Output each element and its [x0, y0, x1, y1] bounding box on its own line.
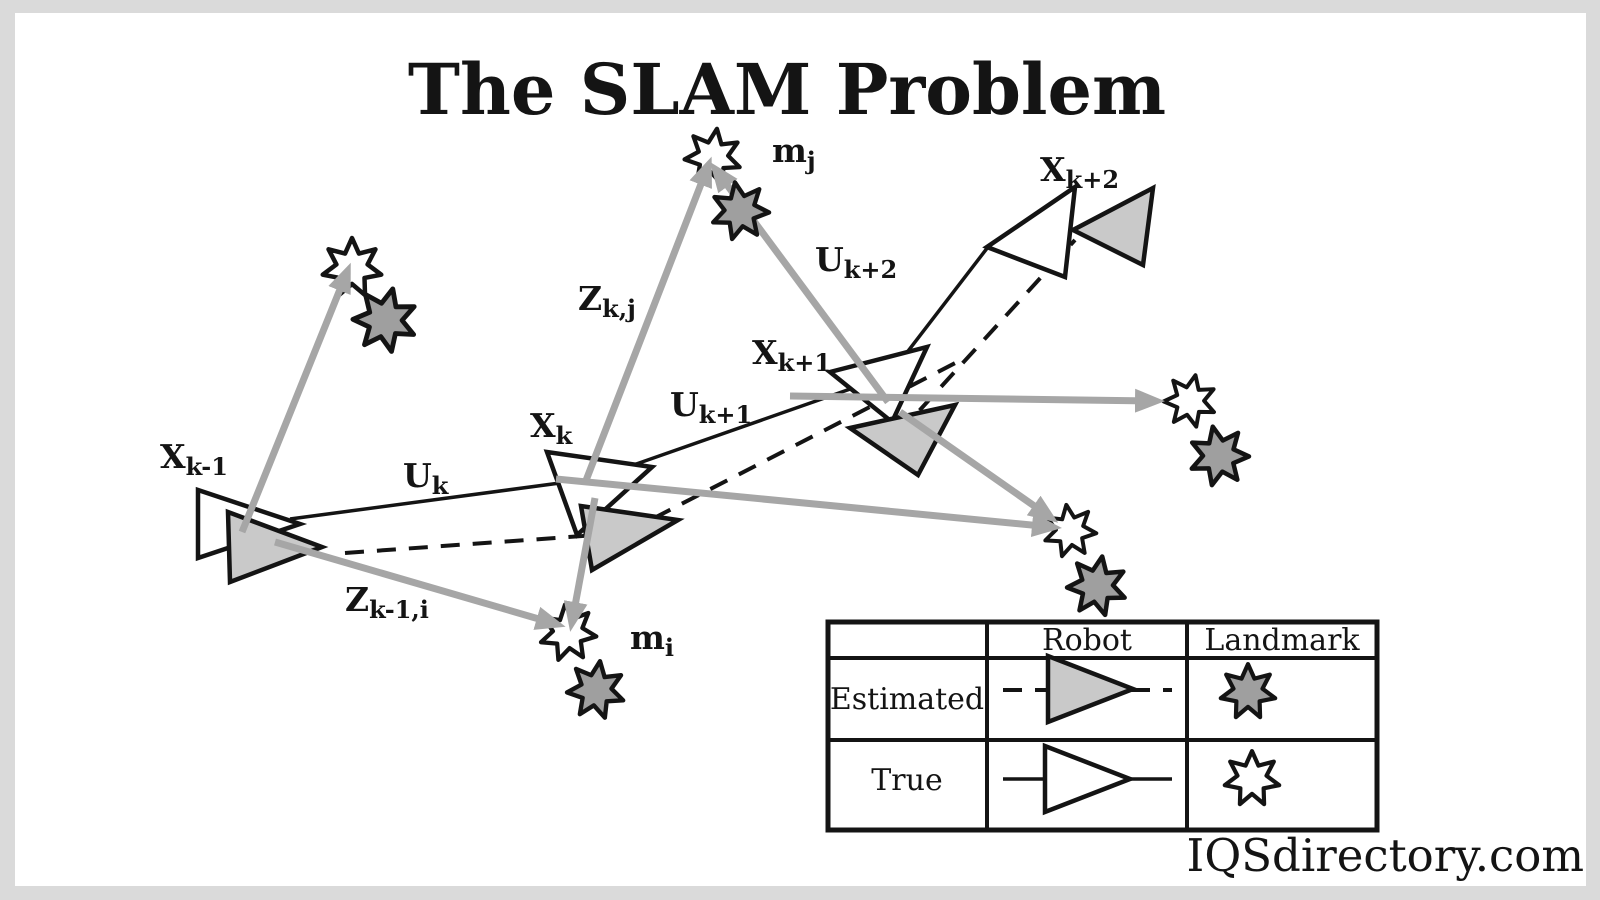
legend-row-estimated: Estimated [830, 682, 984, 717]
label-xk: Xk [530, 406, 574, 450]
diagram-labels: Xk-1 Uk Zk-1,i Xk Zk,j mj Uk+2 Xk+1 Uk+1… [160, 131, 1119, 662]
measurement-xk1-bottomstar [897, 409, 1059, 523]
measurement-xk1-rightstar [789, 388, 1165, 413]
measurement-zkj [581, 156, 712, 485]
label-mj: mj [772, 131, 816, 175]
measurement-xk-bottomstar [555, 475, 1062, 538]
legend-row-true: True [871, 763, 942, 798]
label-uk1: Uk+1 [670, 385, 752, 429]
label-xk-1: Xk-1 [160, 437, 228, 481]
measurement-zk-1i [274, 538, 566, 630]
true-robot-xk2-icon [982, 182, 1078, 281]
legend-table: Robot Landmark Estimated True [825, 619, 1380, 833]
label-zkj: Zk,j [578, 279, 636, 323]
true-robot-xk-icon [543, 449, 658, 539]
label-mi: mi [630, 618, 674, 662]
label-zk-1i: Zk-1,i [345, 580, 429, 624]
odometry-line-uk [289, 481, 561, 521]
label-xk2: Xk+2 [1040, 150, 1119, 194]
estimated-robot-xk2-icon [1068, 183, 1156, 269]
watermark: IQSdirectory.com [1187, 829, 1584, 882]
legend-estimated-robot-icon [1045, 652, 1140, 726]
page-title: The SLAM Problem [408, 48, 1166, 131]
label-uk2: Uk+2 [815, 240, 897, 284]
label-uk: Uk [403, 456, 450, 500]
estimated-path-segment-3 [896, 238, 1077, 436]
label-xk1: Xk+1 [752, 333, 831, 377]
legend-header-robot: Robot [1042, 623, 1132, 658]
measurement-xk-1-topleft [238, 262, 351, 534]
estimated-robot-xk-1-icon [225, 508, 329, 586]
legend-true-robot-icon [1042, 742, 1137, 816]
measurement-xk-mi [563, 497, 599, 632]
legend-header-landmark: Landmark [1204, 623, 1360, 658]
